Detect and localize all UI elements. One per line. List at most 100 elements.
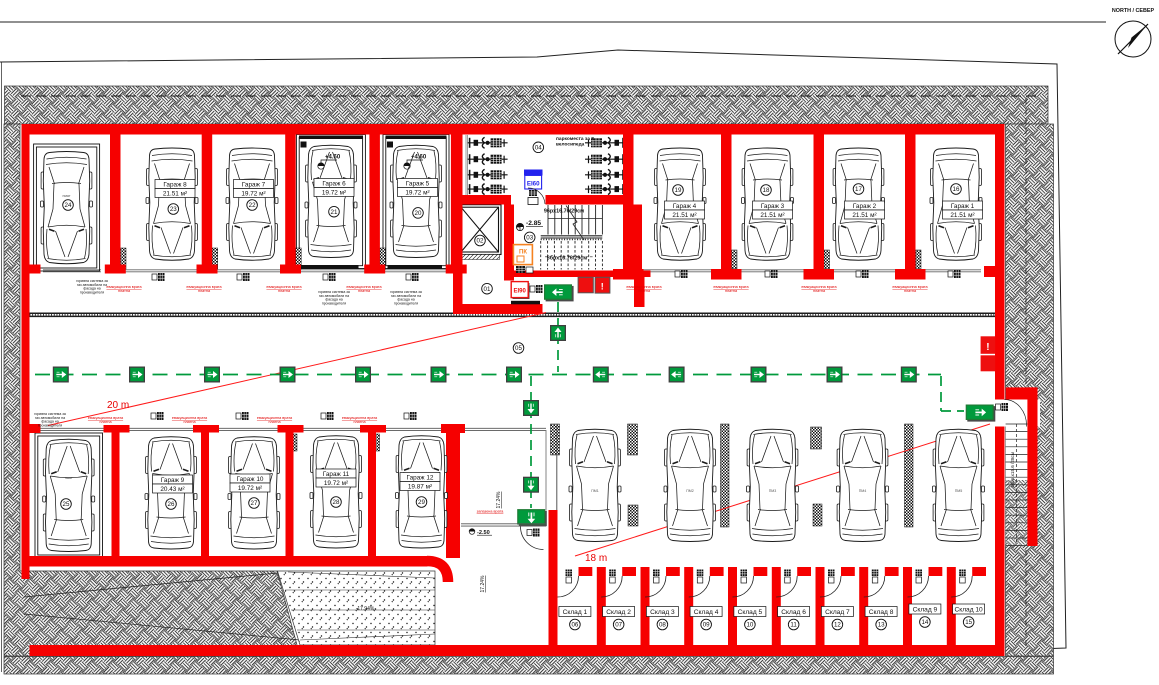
svg-text:Склад 5: Склад 5 [738,609,763,616]
svg-text:EI90: EI90 [514,289,527,295]
svg-text:10: 10 [746,622,753,629]
svg-text:платна: платна [904,289,917,293]
svg-text:Гараж 4: Гараж 4 [673,203,697,210]
svg-text:22: 22 [249,202,256,209]
svg-text:газ автомобили на: газ автомобили на [319,294,349,298]
svg-text:платна: платна [118,289,131,293]
svg-text:05: 05 [515,345,522,352]
svg-text:08: 08 [659,622,666,629]
svg-text:01: 01 [484,286,491,293]
svg-text:04: 04 [535,145,542,152]
svg-text:Склад 7: Склад 7 [825,609,850,616]
svg-text:производителя: производителя [80,290,104,294]
svg-text:19: 19 [675,187,682,194]
svg-text:платна: платна [353,420,366,424]
svg-text:20.43 м²: 20.43 м² [160,486,184,493]
svg-text:ПК: ПК [519,250,527,256]
svg-text:20: 20 [415,210,422,217]
svg-text:19.72 м²: 19.72 м² [324,480,348,487]
svg-text:21.51 м²: 21.51 м² [950,212,974,219]
svg-text:евакуационна врата: евакуационна врата [801,285,837,289]
svg-text:производителя: производителя [394,301,418,305]
svg-text:Склад 8: Склад 8 [869,609,894,616]
svg-text:19.72 м²: 19.72 м² [405,189,429,196]
svg-text:06: 06 [571,622,578,629]
svg-text:Гараж 8: Гараж 8 [163,181,187,188]
svg-text:21.51 м²: 21.51 м² [672,212,696,219]
svg-text:платна: платна [638,289,651,293]
svg-text:21: 21 [331,209,338,216]
svg-text:евакуационна врата: евакуационна врата [172,416,208,420]
svg-text:платна: платна [268,420,281,424]
svg-text:фасада на: фасада на [397,298,414,302]
svg-text:Склад 9: Склад 9 [913,607,938,614]
svg-text:фасада на: фасада на [325,298,342,302]
svg-text:23: 23 [170,206,177,213]
svg-text:NORTH / СЕВЕР: NORTH / СЕВЕР [1112,8,1155,14]
svg-text:евакуационна врата: евакуационна врата [346,285,382,289]
svg-text:горивна система за: горивна система за [34,412,66,416]
svg-text:-17.94%: -17.94% [356,606,375,612]
svg-text:26: 26 [168,501,175,508]
svg-text:+4.60: +4.60 [411,155,427,161]
svg-text:19.72 м²: 19.72 м² [322,189,346,196]
svg-text:производителя: производителя [38,423,62,427]
svg-text:03: 03 [526,235,533,242]
svg-text:запазена врата: запазена врата [477,510,505,514]
svg-text:Гараж 3: Гараж 3 [761,203,785,210]
svg-text:евакуационна врата: евакуационна врата [266,285,302,289]
svg-text:17.24%: 17.24% [496,491,502,509]
svg-text:велосипеда: велосипеда [556,143,585,148]
svg-text:евакуационна врата: евакуационна врата [892,285,928,289]
svg-text:пмат: пмат [63,194,71,198]
svg-text:25: 25 [63,501,70,508]
svg-text:Гараж 6: Гараж 6 [322,180,346,187]
svg-text:евакуационна врата: евакуационна врата [186,285,222,289]
svg-text:платна: платна [813,289,826,293]
svg-text:Гараж 5: Гараж 5 [406,180,430,187]
svg-text:17: 17 [855,186,862,193]
svg-text:платна: платна [183,420,196,424]
svg-text:платна: платна [99,420,112,424]
svg-text:18: 18 [763,187,770,194]
svg-text:Гараж 12: Гараж 12 [407,474,434,481]
svg-text:евакуационна врата: евакуационна врата [257,416,293,420]
svg-text:Склад 2: Склад 2 [606,609,631,616]
svg-text:-2.85: -2.85 [526,220,541,227]
svg-text:платна: платна [198,289,211,293]
svg-text:паркоместа за 8: паркоместа за 8 [556,136,594,142]
svg-text:07: 07 [615,622,622,629]
svg-text:газ автомобили на: газ автомобили на [77,283,107,287]
svg-text:евакуационна врата: евакуационна врата [626,285,662,289]
svg-text:29: 29 [418,499,425,506]
svg-text:20 m: 20 m [107,400,129,411]
svg-text:Склад 10: Склад 10 [954,607,983,614]
svg-text:19.87 м²: 19.87 м² [408,483,432,490]
svg-text:Склад 1: Склад 1 [563,609,588,616]
svg-text:Гараж 7: Гараж 7 [242,181,266,188]
svg-text:6брх16.76/29см: 6брх16.76/29см [547,255,588,262]
svg-text:ПМ2: ПМ2 [686,489,694,493]
svg-text:18 m: 18 m [585,553,607,564]
svg-text:12: 12 [834,622,841,629]
svg-text:платна: платна [725,289,738,293]
svg-text:Гараж 11: Гараж 11 [323,471,350,478]
svg-text:платна: платна [358,289,371,293]
svg-text:фасада на: фасада на [41,420,58,424]
svg-text:Гараж 1: Гараж 1 [951,203,975,210]
svg-text:горивна система за: горивна система за [76,279,108,283]
svg-text:28: 28 [333,499,340,506]
svg-text:13: 13 [878,622,885,629]
svg-text:16бр.х15.6 /28см: 16бр.х15.6 /28см [1010,452,1015,488]
svg-text:Гараж 10: Гараж 10 [237,476,264,483]
svg-text:!: ! [986,342,989,353]
svg-text:горивна система за: горивна система за [318,290,350,294]
svg-text:09: 09 [703,622,710,629]
svg-text:17.24%: 17.24% [480,575,486,593]
svg-text:14: 14 [921,619,928,626]
svg-text:15: 15 [965,619,972,626]
svg-text:16: 16 [953,186,960,193]
svg-text:Склад 3: Склад 3 [650,609,675,616]
svg-text:96рх16.76/29см: 96рх16.76/29см [544,209,584,215]
svg-text:24: 24 [65,202,72,209]
